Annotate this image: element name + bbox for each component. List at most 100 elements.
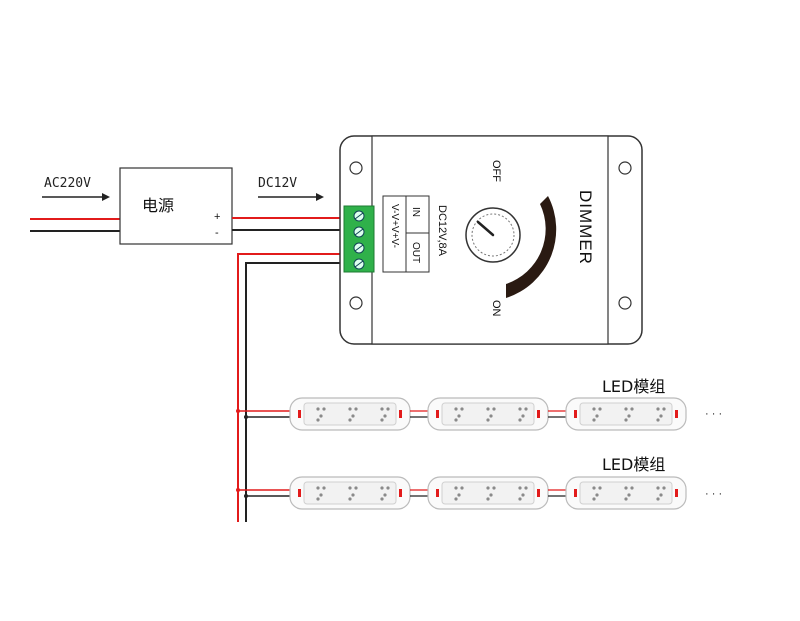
led-chip-dot bbox=[457, 493, 461, 497]
output-wires bbox=[237, 253, 346, 522]
led-chip-dot bbox=[489, 414, 493, 418]
led-chip-dot bbox=[460, 486, 464, 490]
led-chip-dot bbox=[592, 407, 596, 411]
led-chip-dot bbox=[492, 486, 496, 490]
terminal-names: V-V+V+V- bbox=[389, 204, 400, 248]
terminal-block bbox=[343, 205, 375, 273]
led-chip-dot bbox=[518, 407, 522, 411]
led-row-1-label: LED模组 bbox=[602, 377, 665, 396]
led-chip-dot bbox=[354, 486, 358, 490]
led-chip-dot bbox=[454, 418, 458, 422]
led-chip-dot bbox=[595, 493, 599, 497]
led-module-board bbox=[303, 481, 397, 505]
led-chip-dot bbox=[624, 407, 628, 411]
dimmer-knob[interactable] bbox=[465, 207, 521, 263]
led-chip-dot bbox=[656, 497, 660, 501]
led-chip-dot bbox=[319, 493, 323, 497]
led-chip-dot bbox=[348, 497, 352, 501]
dimming-arc bbox=[506, 196, 557, 298]
led-chip-dot bbox=[316, 407, 320, 411]
led-module-terminal bbox=[675, 489, 678, 497]
led-module-board bbox=[441, 402, 535, 426]
led-chip-dot bbox=[380, 418, 384, 422]
led-chip-dot bbox=[454, 497, 458, 501]
plus-sign: + bbox=[214, 211, 220, 223]
led-chip-dot bbox=[351, 414, 355, 418]
led-module-terminal bbox=[399, 489, 402, 497]
led-chip-dot bbox=[630, 486, 634, 490]
led-chip-dot bbox=[592, 418, 596, 422]
power-supply-label: 电源 bbox=[142, 196, 174, 215]
led-module-board bbox=[579, 402, 673, 426]
led-chip-dot bbox=[656, 486, 660, 490]
ac-input-wires bbox=[30, 218, 120, 232]
led-chip-dot bbox=[656, 418, 660, 422]
led-chip-dot bbox=[624, 418, 628, 422]
led-chip-dot bbox=[460, 407, 464, 411]
led-chip-dot bbox=[351, 493, 355, 497]
led-chip-dot bbox=[492, 407, 496, 411]
led-chip-dot bbox=[489, 493, 493, 497]
in-label: IN bbox=[410, 207, 421, 217]
led-chip-dot bbox=[383, 493, 387, 497]
led-chip-dot bbox=[518, 486, 522, 490]
led-chip-dot bbox=[486, 418, 490, 422]
led-module-terminal bbox=[298, 489, 301, 497]
led-chip-dot bbox=[454, 486, 458, 490]
led-chip-dot bbox=[595, 414, 599, 418]
led-chip-dot bbox=[521, 493, 525, 497]
led-chip-dot bbox=[383, 414, 387, 418]
led-chip-dot bbox=[316, 497, 320, 501]
led-chip-dot bbox=[627, 493, 631, 497]
led-chip-dot bbox=[598, 486, 602, 490]
led-module-terminal bbox=[537, 489, 540, 497]
led-chip-dot bbox=[348, 407, 352, 411]
dc-wires bbox=[232, 217, 346, 231]
led-chip-dot bbox=[322, 486, 326, 490]
led-module-terminal bbox=[574, 489, 577, 497]
led-chip-dot bbox=[662, 486, 666, 490]
wire-junction bbox=[236, 409, 240, 413]
dc-arrow bbox=[258, 193, 324, 201]
led-chip-dot bbox=[659, 414, 663, 418]
led-chip-dot bbox=[592, 497, 596, 501]
led-chip-dot bbox=[386, 486, 390, 490]
led-chip-dot bbox=[348, 418, 352, 422]
led-chip-dot bbox=[486, 407, 490, 411]
led-chip-dot bbox=[624, 497, 628, 501]
led-chip-dot bbox=[524, 486, 528, 490]
led-chip-dot bbox=[319, 414, 323, 418]
led-row-1 bbox=[236, 397, 687, 431]
led-row-2-ellipsis: · · · bbox=[705, 488, 722, 500]
led-chip-dot bbox=[656, 407, 660, 411]
wire-junction bbox=[236, 488, 240, 492]
led-chip-dot bbox=[380, 497, 384, 501]
led-chip-dot bbox=[380, 486, 384, 490]
ac-input-label: AC220V bbox=[44, 176, 91, 191]
led-chip-dot bbox=[316, 418, 320, 422]
led-chip-dot bbox=[454, 407, 458, 411]
led-module-terminal bbox=[436, 489, 439, 497]
minus-sign: - bbox=[215, 227, 219, 239]
led-chip-dot bbox=[524, 407, 528, 411]
led-module-board bbox=[303, 402, 397, 426]
led-chip-dot bbox=[486, 486, 490, 490]
led-chip-dot bbox=[457, 414, 461, 418]
led-module-terminal bbox=[675, 410, 678, 418]
wire-junction bbox=[244, 415, 248, 419]
led-chip-dot bbox=[659, 493, 663, 497]
led-chip-dot bbox=[662, 407, 666, 411]
led-chip-dot bbox=[624, 486, 628, 490]
led-chip-dot bbox=[380, 407, 384, 411]
led-chip-dot bbox=[518, 418, 522, 422]
led-row-2 bbox=[236, 476, 687, 510]
led-chip-dot bbox=[627, 414, 631, 418]
led-module-terminal bbox=[436, 410, 439, 418]
led-chip-dot bbox=[354, 407, 358, 411]
led-chip-dot bbox=[518, 497, 522, 501]
led-module-terminal bbox=[298, 410, 301, 418]
led-row-1-ellipsis: · · · bbox=[705, 408, 722, 420]
on-label: ON bbox=[490, 300, 502, 317]
led-chip-dot bbox=[630, 407, 634, 411]
